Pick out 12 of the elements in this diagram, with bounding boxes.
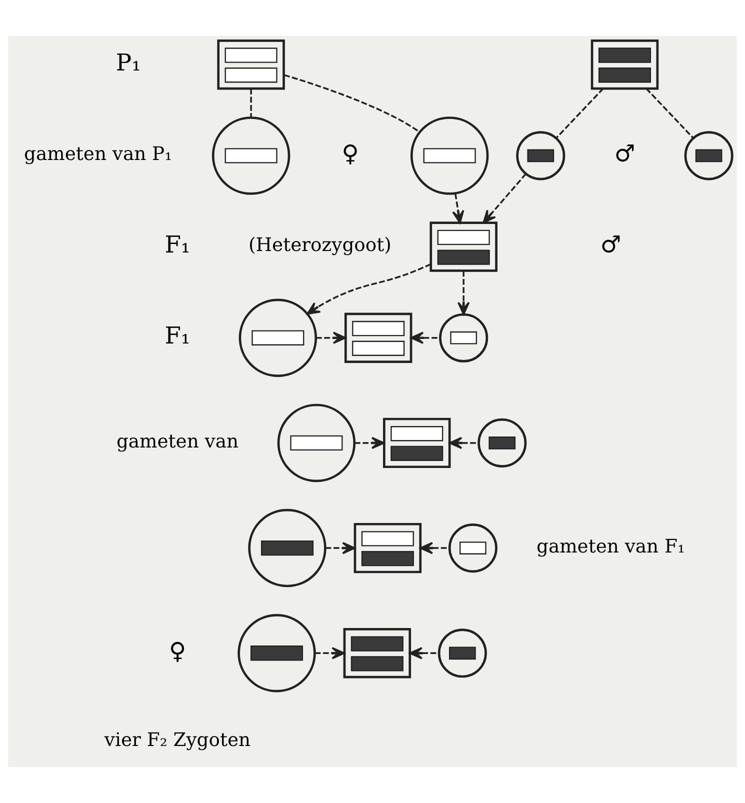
label: ♂	[614, 140, 636, 168]
label: ♀	[342, 140, 359, 168]
label: vier F₂ Zygoten	[104, 730, 251, 751]
label: (Heterozygoot)	[248, 235, 392, 256]
label: gameten van	[116, 431, 239, 452]
label: ♀	[168, 636, 186, 665]
label: P₁	[116, 48, 141, 76]
label: gameten van P₁	[24, 144, 172, 166]
label: F₁	[164, 322, 190, 350]
label: gameten van F₁	[536, 536, 685, 558]
label: F₁	[164, 230, 190, 259]
label: ♂	[600, 230, 622, 259]
